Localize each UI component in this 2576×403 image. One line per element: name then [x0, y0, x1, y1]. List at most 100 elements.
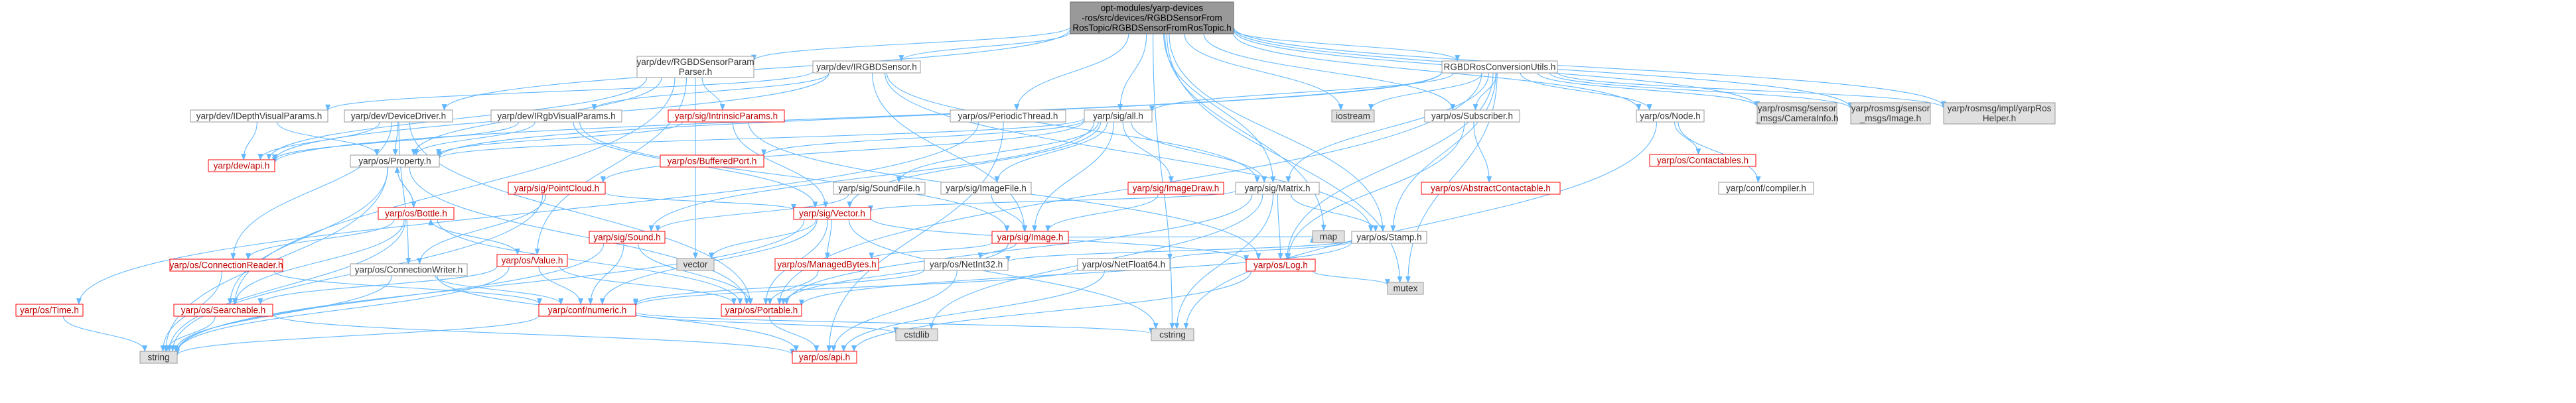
- edge-irgbdsensor-to-sigimage: [872, 72, 1027, 232]
- node-searchable[interactable]: yarp/os/Searchable.h: [173, 304, 273, 317]
- node-label: yarp/rosmsg/impl/yarpRos: [1948, 103, 2052, 113]
- node-rosimage[interactable]: yarp/rosmsg/sensor_msgs/Image.h: [1850, 102, 1931, 125]
- node-managedbytes[interactable]: yarp/os/ManagedBytes.h: [774, 258, 879, 271]
- node-matrix[interactable]: yarp/sig/Matrix.h: [1235, 182, 1320, 195]
- node-imagefile[interactable]: yarp/sig/ImageFile.h: [940, 182, 1032, 195]
- node-map[interactable]: map: [1312, 230, 1345, 243]
- edge-connwriter-to-string: [173, 275, 392, 352]
- edge-rgbdros-to-node: [1520, 72, 1652, 111]
- node-string[interactable]: string: [139, 351, 178, 364]
- node-irgbdsensor[interactable]: yarp/dev/IRGBDSensor.h: [812, 60, 921, 74]
- edge-periodic-to-osapi: [826, 121, 1004, 352]
- node-mutex[interactable]: mutex: [1387, 282, 1424, 295]
- node-connwriter[interactable]: yarp/os/ConnectionWriter.h: [350, 263, 468, 276]
- node-box: [660, 154, 764, 168]
- node-value[interactable]: yarp/os/Value.h: [496, 254, 568, 267]
- node-irgbvis[interactable]: yarp/dev/IRgbVisualParams.h: [490, 109, 622, 123]
- edge-sigall-to-sound: [648, 121, 1095, 232]
- edge-node-to-compiler: [1678, 121, 1761, 183]
- node-devicedriver[interactable]: yarp/dev/DeviceDriver.h: [344, 109, 453, 123]
- node-box: [1850, 102, 1931, 125]
- edge-sigvector-to-string: [175, 219, 805, 355]
- edge-irgbvis-to-devapi: [272, 121, 520, 162]
- node-box: [378, 207, 455, 220]
- node-devapi[interactable]: yarp/dev/api.h: [208, 159, 275, 172]
- node-box: [636, 56, 754, 78]
- node-osapi[interactable]: yarp/os/api.h: [792, 351, 857, 364]
- edge-value-to-portable: [559, 266, 737, 305]
- node-box: [1636, 109, 1705, 123]
- node-netfloat64[interactable]: yarp/os/NetFloat64.h: [1077, 258, 1171, 271]
- node-label: opt-modules/yarp-devices: [1101, 3, 1204, 13]
- edge-stamp-to-portable: [799, 241, 1352, 306]
- node-log[interactable]: yarp/os/Log.h: [1246, 259, 1316, 272]
- node-box: [589, 231, 666, 244]
- node-box: [950, 109, 1066, 123]
- node-time[interactable]: yarp/os/Time.h: [15, 304, 84, 317]
- node-sigvector[interactable]: yarp/sig/Vector.h: [793, 207, 871, 220]
- edge-sigall-to-imagefile: [994, 121, 1108, 183]
- node-bottle[interactable]: yarp/os/Bottle.h: [378, 207, 455, 220]
- edge-log-to-mutex: [1312, 270, 1390, 286]
- node-rgbdros[interactable]: RGBDRosConversionUtils.h: [1441, 60, 1558, 74]
- edge-irgbvis-to-property: [413, 121, 536, 156]
- edge-rgbd_param-to-value: [534, 77, 687, 255]
- edge-sigvector-to-managedbytes: [824, 219, 832, 259]
- node-abscontact[interactable]: yarp/os/AbstractContactable.h: [1421, 182, 1561, 195]
- node-box: [676, 258, 715, 271]
- edge-root-to-matrix: [1163, 33, 1276, 183]
- node-imagedraw[interactable]: yarp/sig/ImageDraw.h: [1127, 182, 1224, 195]
- edge-property-to-portable: [409, 166, 750, 305]
- node-box: [1312, 230, 1345, 243]
- node-label: yarp/os/Log.h: [1253, 260, 1308, 270]
- node-iostream[interactable]: iostream: [1331, 109, 1375, 123]
- node-label: yarp/sig/Sound.h: [593, 233, 660, 243]
- node-box: [1649, 154, 1756, 167]
- node-bufferedport[interactable]: yarp/os/BufferedPort.h: [660, 154, 764, 168]
- node-cstdlib[interactable]: cstdlib: [895, 328, 938, 341]
- node-layer: opt-modules/yarp-devices-ros/src/devices…: [15, 1, 2056, 364]
- edge-matrix-to-stamp: [1290, 194, 1378, 232]
- node-stamp[interactable]: yarp/os/Stamp.h: [1351, 231, 1427, 244]
- node-compiler[interactable]: yarp/conf/compiler.h: [1718, 182, 1814, 195]
- edge-searchable-to-osapi: [272, 314, 795, 356]
- node-subscriber[interactable]: yarp/os/Subscriber.h: [1424, 109, 1520, 123]
- node-label: yarp/rosmsg/sensor: [1851, 103, 1930, 113]
- node-box: [139, 351, 178, 364]
- node-box: [190, 109, 328, 123]
- node-connreader[interactable]: yarp/os/ConnectionReader.h: [169, 259, 283, 272]
- node-caminfo[interactable]: yarp/rosmsg/sensor_msgs/CameraInfo.h: [1754, 102, 1839, 125]
- node-box: [173, 304, 273, 317]
- node-root[interactable]: opt-modules/yarp-devices-ros/src/devices…: [1070, 1, 1234, 34]
- edge-rgbdros-to-matrix: [1285, 72, 1490, 183]
- node-intrinsic[interactable]: yarp/sig/IntrinsicParams.h: [668, 109, 785, 123]
- node-portable[interactable]: yarp/os/Portable.h: [721, 304, 802, 317]
- node-label: yarp/conf/compiler.h: [1726, 184, 1806, 194]
- node-netint32[interactable]: yarp/os/NetInt32.h: [924, 258, 1009, 271]
- node-box: [1235, 182, 1320, 195]
- node-label: cstring: [1159, 330, 1186, 340]
- node-label: yarp/os/ConnectionReader.h: [169, 260, 283, 270]
- node-box: [792, 351, 857, 364]
- node-cstring[interactable]: cstring: [1151, 328, 1194, 341]
- node-label: yarp/os/Node.h: [1640, 111, 1701, 121]
- node-idepth[interactable]: yarp/dev/IDepthVisualParams.h: [190, 109, 328, 123]
- edge-connwriter-to-numeric: [435, 275, 564, 305]
- edge-value-to-string: [175, 266, 510, 353]
- node-soundfile[interactable]: yarp/sig/SoundFile.h: [833, 182, 926, 195]
- node-sigall[interactable]: yarp/sig/all.h: [1084, 109, 1153, 123]
- node-sigimage[interactable]: yarp/sig/Image.h: [991, 231, 1069, 244]
- node-sound[interactable]: yarp/sig/Sound.h: [589, 231, 666, 244]
- node-periodic[interactable]: yarp/os/PeriodicThread.h: [950, 109, 1066, 123]
- node-numeric[interactable]: yarp/conf/numeric.h: [538, 304, 636, 317]
- node-contactables[interactable]: yarp/os/Contactables.h: [1649, 154, 1756, 167]
- node-node[interactable]: yarp/os/Node.h: [1636, 109, 1705, 123]
- edge-matrix-to-portable: [784, 194, 1253, 305]
- edge-soundfile-to-sound: [655, 194, 849, 232]
- node-property[interactable]: yarp/os/Property.h: [350, 154, 440, 168]
- node-pointcloud[interactable]: yarp/sig/PointCloud.h: [508, 182, 606, 195]
- node-vector[interactable]: vector: [676, 258, 715, 271]
- edge-pointcloud-to-sigvector: [605, 192, 796, 211]
